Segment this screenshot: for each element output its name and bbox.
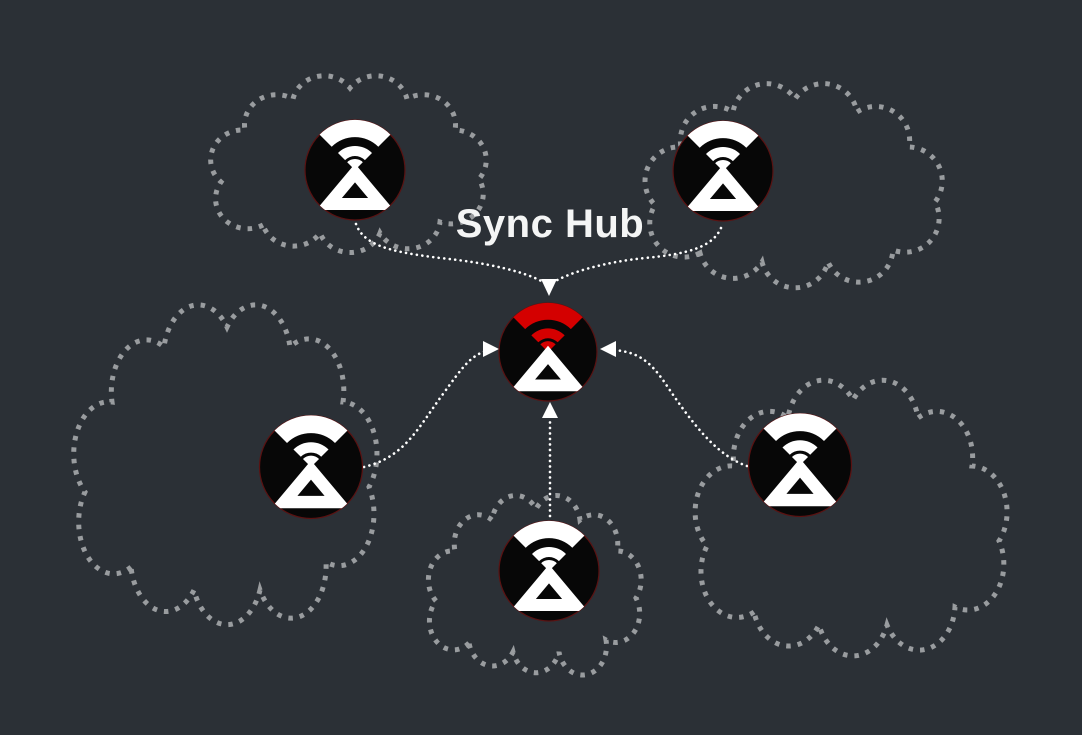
- arrowhead-bottom: [542, 402, 558, 418]
- sync-arrow-right: [612, 348, 749, 468]
- cloud-outline-mid-left: [71, 302, 380, 628]
- sync-node-bottom-center: [499, 521, 599, 621]
- sync-node-top-right: [673, 121, 773, 221]
- sync-arrow-top-left: [354, 222, 547, 285]
- cloud-outline-right: [692, 377, 1010, 659]
- sync-hub-icon: [499, 303, 597, 401]
- arrowhead-right: [600, 341, 616, 357]
- cloud-outline-bottom-center: [425, 493, 644, 678]
- sync-node-top-left: [305, 120, 405, 220]
- sync-arrow-mid-left: [362, 349, 488, 469]
- arrowhead-top: [541, 279, 557, 296]
- arrowhead-left: [483, 341, 499, 357]
- sync-node-mid-left: [260, 415, 363, 518]
- sync-hub-label: Sync Hub: [456, 202, 644, 246]
- sync-node-right: [749, 413, 852, 516]
- sync-arrow-top-right: [550, 226, 723, 285]
